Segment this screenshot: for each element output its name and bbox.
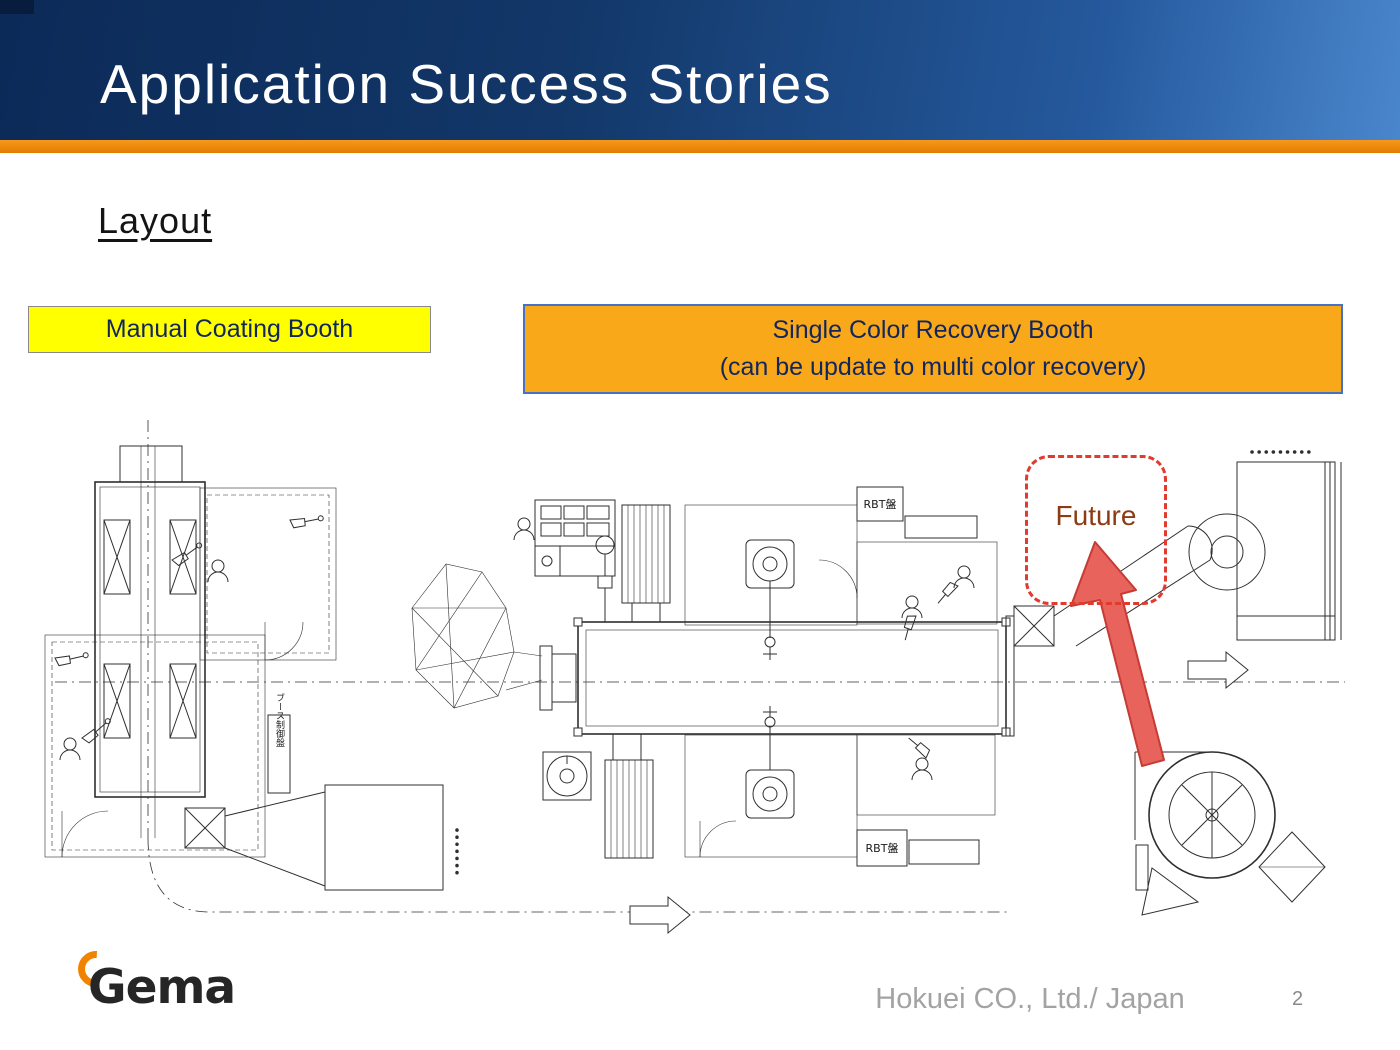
future-arrow — [1070, 541, 1165, 767]
gauge-unit — [542, 751, 592, 801]
robot-top — [745, 539, 795, 660]
filter-unit-top — [621, 504, 671, 623]
rbt-panel-bottom-label: RBT盤 — [866, 842, 899, 855]
exhaust-fan-drawing — [1134, 751, 1326, 916]
coating-modules — [103, 519, 197, 739]
rbt-panel-top-label: RBT盤 — [864, 498, 897, 511]
slide-header: Application Success Stories — [0, 0, 1400, 140]
booth-control-panel-label: ブース制御盤 — [274, 692, 285, 747]
footer-company: Hokuei CO., Ltd./ Japan — [875, 983, 1185, 1015]
rbt-panel-bottom: RBT盤 — [856, 829, 980, 867]
manual-booth-callout: Manual Coating Booth — [28, 306, 431, 353]
page-number: 2 — [1292, 988, 1304, 1010]
recovery-booth-drawing: RBT盤 — [411, 486, 1055, 867]
left-duct-drawing — [184, 784, 459, 891]
gema-logo-text: Gema — [88, 960, 236, 1015]
corner-accent — [0, 0, 34, 14]
slide-title: Application Success Stories — [100, 53, 833, 115]
recovery-booth-callout: Single Color Recovery Booth (can be upda… — [523, 304, 1343, 394]
recovery-booth-callout-line1: Single Color Recovery Booth — [772, 316, 1094, 344]
future-annotation-box: Future — [1025, 455, 1167, 605]
recovery-booth-callout-line2: (can be update to multi color recovery) — [719, 353, 1147, 381]
operator-icons-left — [59, 559, 229, 761]
filter-unit-bottom — [604, 733, 654, 859]
layout-diagram-svg: ブース制御盤 — [44, 420, 1345, 935]
outlet-damper — [1013, 605, 1055, 647]
manual-booth-drawing: ブース制御盤 — [44, 445, 459, 891]
hopper-mesh — [411, 563, 543, 709]
booth-control-panel: ブース制御盤 — [267, 692, 291, 794]
gema-logo: Gema — [70, 943, 308, 1020]
future-label: Future — [1055, 500, 1137, 531]
spray-gun-icons — [54, 515, 324, 744]
operator-icons-right — [513, 517, 975, 781]
flow-arrows — [629, 650, 1249, 935]
facility-layout-diagram: ブース制御盤 — [0, 420, 1400, 945]
manual-booth-callout-text: Manual Coating Booth — [105, 315, 354, 343]
section-heading: Layout — [98, 200, 213, 241]
control-cabinet — [534, 499, 616, 622]
header-accent-stripe — [0, 140, 1400, 153]
robot-bottom — [745, 706, 795, 819]
after-filter-drawing — [1053, 450, 1342, 647]
rbt-panel-top: RBT盤 — [856, 486, 978, 539]
